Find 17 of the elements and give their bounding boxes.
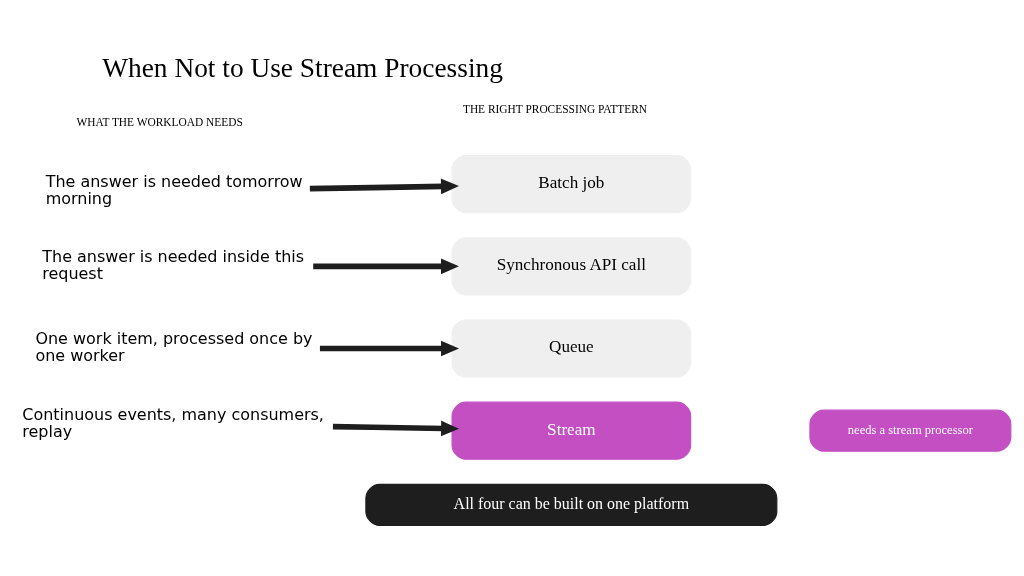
arrow [313,258,459,275]
arrow [332,420,460,437]
arrow [309,178,459,195]
node-box: Batch job [451,155,692,214]
node-box: Queue [451,319,692,378]
node-text: One work item, processed once by one worker [35,329,313,366]
label: THE RIGHT PROCESSING PATTERN [462,102,648,115]
node-box: needs a stream processor [809,409,1012,452]
arrow [319,340,460,357]
node-box: Stream [451,401,692,460]
node-box: All four can be built on one platform [365,483,778,526]
diagram-title: When Not to Use Stream Processing [102,53,503,84]
label: WHAT THE WORKLOAD NEEDS [76,116,243,129]
node-box: Synchronous API call [451,237,692,296]
node-text: The answer is needed tomorrow morning [45,171,303,208]
node-text: The answer is needed inside this request [42,246,305,284]
node-text: Continuous events, many consumers, replay [22,404,324,441]
